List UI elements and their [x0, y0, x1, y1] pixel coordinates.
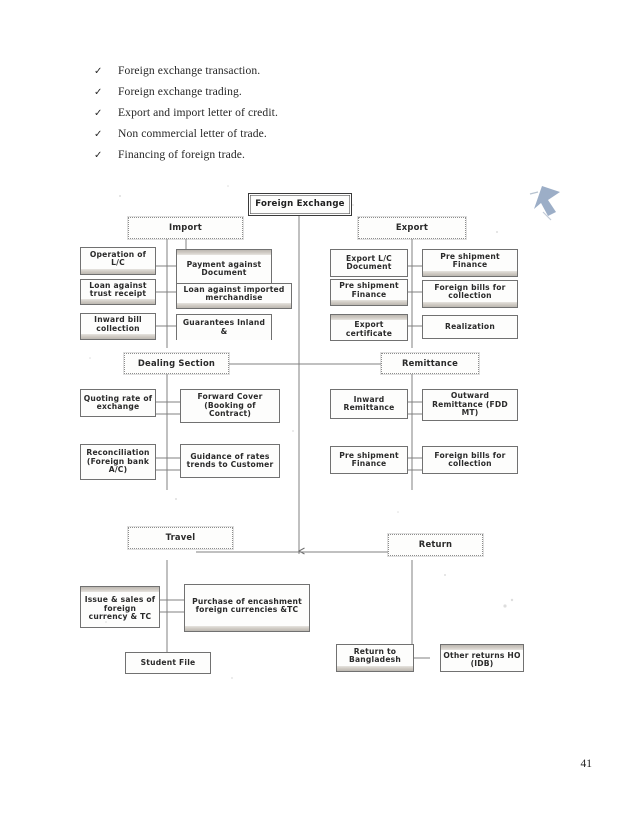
- node-export: Export: [357, 216, 467, 240]
- checkmark-icon: ✓: [94, 87, 103, 98]
- node-loan-against-imported-merchandise: Loan against imported merchandise: [176, 283, 292, 309]
- bullet-item-label: Foreign exchange transaction.: [118, 64, 261, 77]
- bullet-item: ✓ Foreign exchange trading.: [94, 85, 514, 106]
- bullet-item: ✓ Non commercial letter of trade.: [94, 127, 514, 148]
- node-guarantees-inland: Guarantees Inland &: [176, 314, 272, 340]
- node-loan-against-trust-receipt: Loan against trust receipt: [80, 279, 156, 305]
- node-import: Import: [127, 216, 244, 240]
- bullet-item-label: Non commercial letter of trade.: [118, 127, 267, 140]
- node-student-file: Student File: [125, 652, 211, 674]
- node-pre-shipment-finance-1: Pre shipment Finance: [330, 279, 408, 306]
- bullet-list: ✓ Foreign exchange transaction. ✓ Foreign e…: [94, 64, 514, 169]
- node-outward-remittance: Outward Remittance (FDD MT): [422, 389, 518, 421]
- node-return-to-bangladesh: Return to Bangladesh: [336, 644, 414, 672]
- node-operation-of-lc: Operation of L/C: [80, 247, 156, 275]
- checkmark-icon: ✓: [94, 108, 103, 119]
- node-purchase-encashment-currencies: Purchase of encashment foreign currencie…: [184, 584, 310, 632]
- node-inward-bill-collection: Inward bill collection: [80, 313, 156, 340]
- node-export-lc-document: Export L/C Document: [330, 249, 408, 277]
- node-payment-against-document: Payment against Document: [176, 249, 272, 285]
- node-quoting-rate-of-exchange: Quoting rate of exchange: [80, 389, 156, 417]
- node-other-returns-ho-idb: Other returns HO (IDB): [440, 644, 524, 672]
- node-issue-sales-foreign-currency: Issue & sales of foreign currency & TC: [80, 586, 160, 628]
- bullet-item-label: Financing of foreign trade.: [118, 148, 245, 161]
- node-foreign-exchange: Foreign Exchange: [248, 193, 352, 216]
- node-foreign-bills-for-collection-1: Foreign bills for collection: [422, 280, 518, 308]
- checkmark-icon: ✓: [94, 66, 103, 77]
- node-reconciliation-foreign-bank-ac: Reconciliation (Foreign bank A/C): [80, 444, 156, 480]
- node-pre-shipment-finance-3: Pre shipment Finance: [330, 446, 408, 474]
- node-export-certificate: Export certificate: [330, 314, 408, 341]
- bullet-item: ✓ Financing of foreign trade.: [94, 148, 514, 169]
- checkmark-icon: ✓: [94, 129, 103, 140]
- node-pre-shipment-finance-2: Pre shipment Finance: [422, 249, 518, 277]
- bullet-item: ✓ Export and import letter of credit.: [94, 106, 514, 127]
- scan-artifact-arrow-icon: [529, 186, 560, 221]
- node-remittance: Remittance: [380, 352, 480, 375]
- node-forward-cover: Forward Cover (Booking of Contract): [180, 389, 280, 423]
- node-inward-remittance: Inward Remittance: [330, 389, 408, 419]
- page-number: 41: [580, 758, 593, 770]
- node-realization: Realization: [422, 315, 518, 339]
- node-guidance-of-rates-trends: Guidance of rates trends to Customer: [180, 444, 280, 478]
- node-travel: Travel: [127, 526, 234, 550]
- node-dealing-section: Dealing Section: [123, 352, 230, 375]
- checkmark-icon: ✓: [94, 150, 103, 161]
- bullet-item: ✓ Foreign exchange transaction.: [94, 64, 514, 85]
- node-foreign-bills-for-collection-2: Foreign bills for collection: [422, 446, 518, 474]
- node-return: Return: [387, 533, 484, 557]
- bullet-item-label: Foreign exchange trading.: [118, 85, 242, 98]
- bullet-item-label: Export and import letter of credit.: [118, 106, 278, 119]
